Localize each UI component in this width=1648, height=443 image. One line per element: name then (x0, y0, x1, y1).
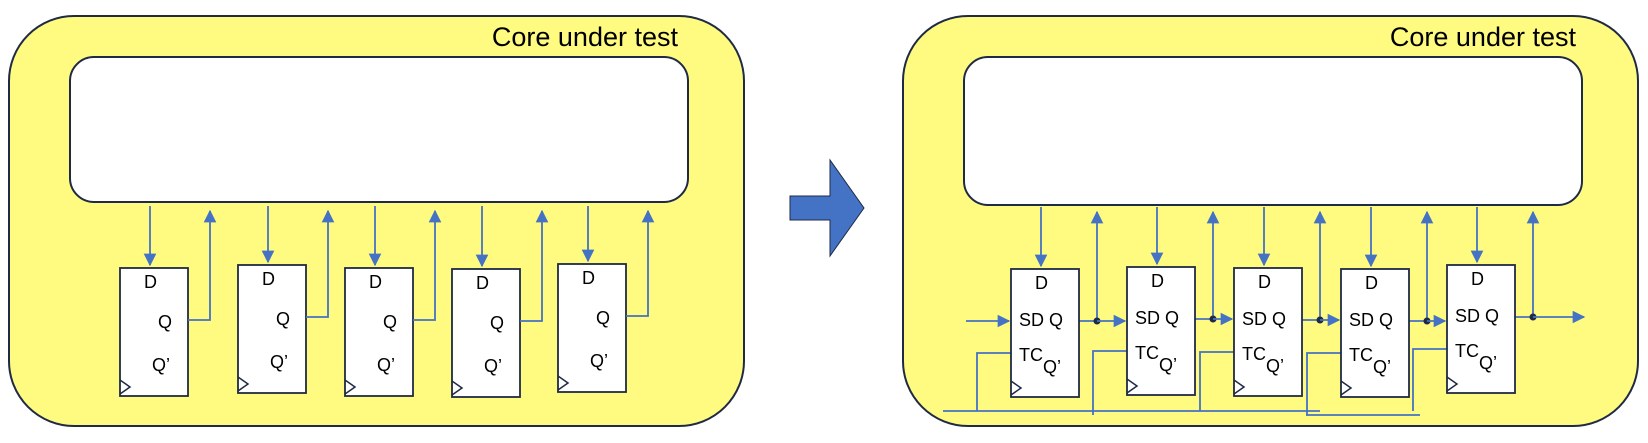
flipflop-box (451, 268, 521, 398)
tc-control-wire (1092, 350, 1127, 415)
pin-qn-label: Q’ (152, 355, 170, 375)
flipflop-box (344, 267, 414, 397)
pin-qn-label: Q’ (1159, 355, 1177, 375)
clock-triangle-icon (1126, 378, 1139, 394)
clock-triangle-icon (1340, 380, 1353, 396)
right-scan-wires (943, 207, 1586, 416)
pin-qn-label: Q’ (1479, 353, 1497, 373)
pin-qn-label: Q’ (270, 352, 288, 372)
left-flipflop: DQ Q’ (237, 206, 335, 394)
pin-d-label: D (1471, 269, 1484, 289)
q-output-wire (626, 209, 655, 317)
flipflop-box (557, 263, 627, 393)
pin-d-label: D (1365, 273, 1378, 293)
clock-triangle-icon (557, 375, 570, 391)
pin-q-label: Q (1272, 309, 1286, 329)
clock-triangle-icon (1233, 379, 1246, 395)
tc-control-wire (1306, 352, 1341, 415)
pin-d-label: D (1258, 272, 1271, 292)
pin-tc-label: TC (1455, 341, 1479, 361)
pin-d-label: D (1035, 273, 1048, 293)
pin-q-label: Q (596, 308, 610, 328)
right-logic-block (963, 56, 1583, 206)
pin-qn-label: Q’ (377, 355, 395, 375)
left-flipflop: DQ Q’ (557, 206, 655, 393)
pin-sd-label: SD (1135, 308, 1160, 328)
pin-q-label: Q (276, 309, 290, 329)
q-output-wire (306, 209, 335, 318)
q-output-wire (520, 209, 549, 322)
transform-arrow-icon (789, 158, 865, 258)
clock-triangle-icon (1010, 380, 1023, 396)
pin-q-label: Q (1379, 310, 1393, 330)
left-flipflops: DQQ’DQQ’DQQ’DQQ’DQQ’ (119, 206, 655, 398)
clock-triangle-icon (344, 379, 357, 395)
left-flipflop: DQ Q’ (119, 206, 217, 397)
clock-triangle-icon (1446, 376, 1459, 392)
q-output-wire (413, 209, 442, 321)
pin-qn-label: Q’ (590, 351, 608, 371)
clock-triangle-icon (451, 380, 464, 396)
q-output-wire (188, 209, 217, 321)
pin-qn-label: Q’ (1043, 357, 1061, 377)
pin-tc-label: TC (1349, 345, 1373, 365)
pin-tc-label: TC (1242, 344, 1266, 364)
flipflop-box (119, 267, 189, 397)
pin-q-label: Q (1165, 308, 1179, 328)
pin-q-label: Q (158, 312, 172, 332)
pin-tc-label: TC (1135, 343, 1159, 363)
pin-q-label: Q (1049, 310, 1063, 330)
pin-sd-label: SD (1349, 310, 1374, 330)
flipflop-box (1126, 266, 1196, 396)
tc-control-wire (1199, 351, 1234, 411)
pin-qn-label: Q’ (1373, 357, 1391, 377)
left-core: Core under test DQQ’DQQ’DQQ’DQQ’DQQ’ (8, 15, 745, 427)
tc-control-wire (976, 352, 1011, 411)
pin-sd-label: SD (1242, 309, 1267, 329)
tc-control-wire (1412, 348, 1447, 411)
left-logic-block (69, 56, 689, 203)
flipflop-box (1340, 268, 1410, 398)
left-core-title: Core under test (492, 22, 679, 52)
pin-q-label: Q (1485, 306, 1499, 326)
pin-d-label: D (476, 273, 489, 293)
clock-triangle-icon (119, 379, 132, 395)
flipflop-box (1233, 267, 1303, 397)
right-core-title: Core under test (1390, 22, 1577, 52)
pin-d-label: D (262, 269, 275, 289)
pin-q-label: Q (490, 313, 504, 333)
flipflop-box (1446, 264, 1516, 394)
pin-qn-label: Q’ (484, 356, 502, 376)
pin-d-label: D (144, 272, 157, 292)
clock-triangle-icon (237, 376, 250, 392)
flipflop-box (237, 264, 307, 394)
left-flipflop: DQ Q’ (451, 206, 549, 398)
pin-qn-label: Q’ (1266, 356, 1284, 376)
pin-q-label: Q (383, 312, 397, 332)
pin-d-label: D (582, 268, 595, 288)
pin-d-label: D (369, 272, 382, 292)
pin-tc-label: TC (1019, 345, 1043, 365)
pin-sd-label: SD (1455, 306, 1480, 326)
left-flipflop: DQ Q’ (344, 206, 442, 397)
pin-d-label: D (1151, 271, 1164, 291)
pin-sd-label: SD (1019, 310, 1044, 330)
flipflop-box (1010, 268, 1080, 398)
